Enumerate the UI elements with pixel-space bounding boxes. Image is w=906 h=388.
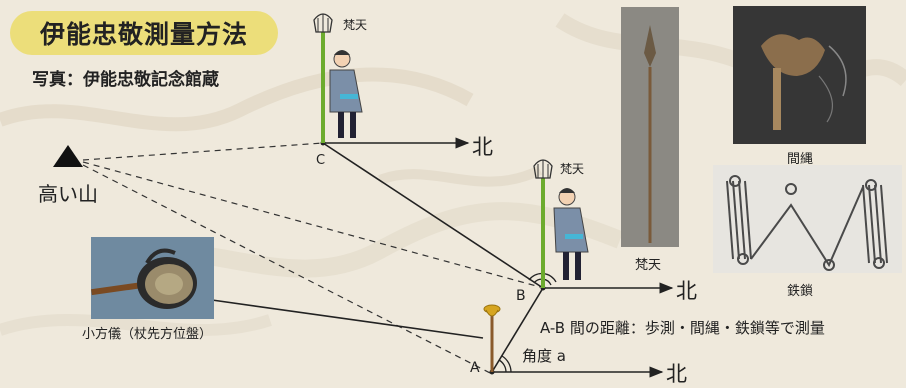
bonten-photo (621, 7, 679, 247)
sight-line-mountain-c (82, 142, 324, 161)
mountain-icon (53, 145, 83, 167)
north-label-c: 北 (472, 135, 493, 159)
angle-arc-a (498, 359, 507, 373)
sight-line-mountain-b (82, 161, 541, 288)
tessa-photo (713, 165, 902, 273)
north-label-b: 北 (676, 279, 697, 303)
title-badge: 伊能忠敬測量方法 (10, 11, 278, 55)
photo-credit: 写真：伊能忠敬記念館蔵 (32, 70, 219, 90)
distance-note: A-B 間の距離：歩測・間縄・鉄鎖等で測量 (540, 319, 825, 337)
leader-line-instrument (211, 299, 484, 339)
mountain-label: 高い山 (38, 182, 98, 206)
surveyor-figure-c (313, 13, 363, 143)
bonten-label-c: 梵天 (343, 18, 368, 32)
point-c-label: C (316, 153, 326, 168)
bonten-label-b: 梵天 (560, 162, 585, 176)
north-label-a: 北 (666, 362, 687, 386)
point-a-label: A (470, 360, 480, 376)
point-b-label: B (516, 288, 526, 304)
surveyor-figure-b (533, 159, 589, 288)
angle-arc-a-outer (501, 355, 512, 373)
angle-label: 角度 a (522, 347, 566, 365)
compass-staff-a (483, 304, 501, 372)
bonten-photo-caption: 梵天 (635, 258, 662, 273)
kennawa-photo-caption: 間縄 (787, 152, 814, 167)
tessa-photo-caption: 鉄鎖 (787, 284, 814, 299)
traverse-c-b (322, 142, 544, 289)
instrument-photo (91, 237, 214, 319)
instrument-label: 小方儀（杖先方位盤） (82, 327, 213, 342)
kennawa-photo (733, 6, 866, 144)
traverse-b-a (491, 287, 544, 373)
